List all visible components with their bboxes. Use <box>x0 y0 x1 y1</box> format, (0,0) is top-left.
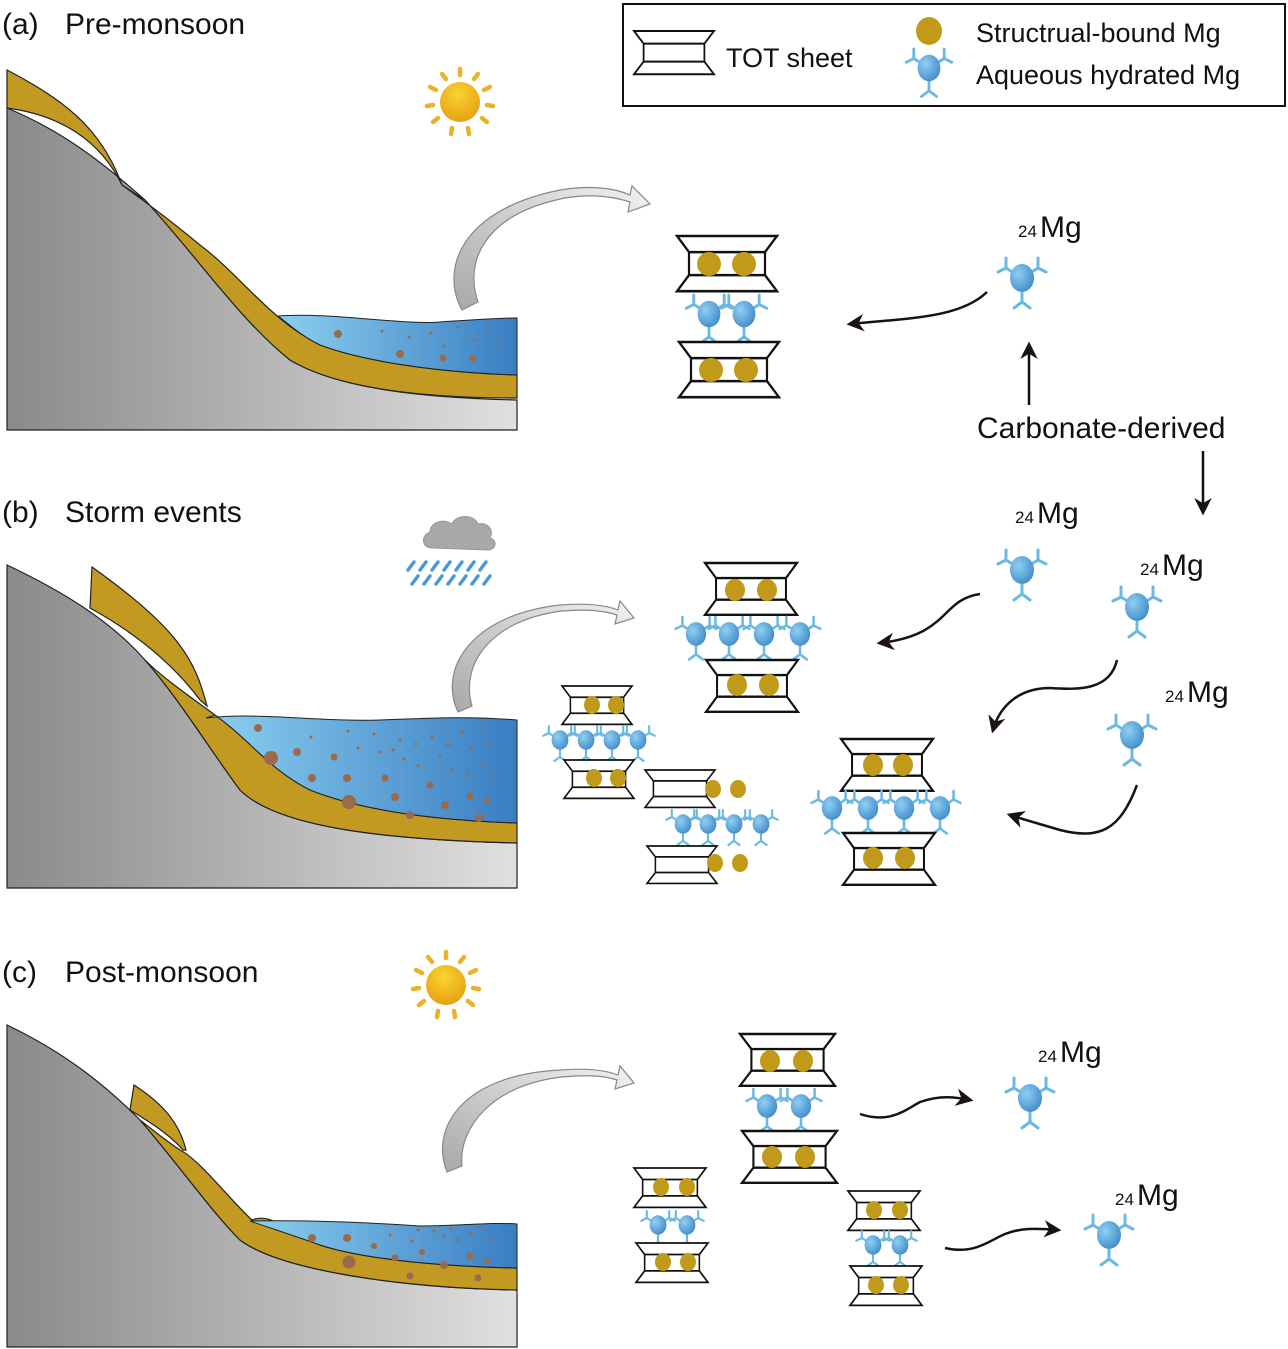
sediment-particles <box>308 1226 492 1282</box>
exchange-arrow <box>846 291 988 332</box>
clay-stack <box>847 1190 923 1307</box>
panel-a-title: Pre-monsoon <box>65 8 245 41</box>
isotope-mass: 24 <box>1038 1047 1057 1066</box>
sun-icon <box>427 69 493 134</box>
tot-sheet <box>677 340 781 399</box>
panel-b-label: (b) <box>2 496 39 529</box>
sediment-particles <box>254 724 493 822</box>
exchange-arrow <box>988 659 1119 734</box>
isotope-mass: 24 <box>1140 560 1159 579</box>
sediment-particles <box>334 323 501 362</box>
panel-a: (a) Pre-monsoon 24 Mg <box>2 8 1082 431</box>
isotope-element: Mg <box>1037 497 1079 530</box>
transport-arrow <box>451 599 636 713</box>
legend-structural-label: Structrual-bound Mg <box>976 18 1221 48</box>
clay-stack-expanded <box>542 685 656 800</box>
isotope-element: Mg <box>1162 549 1204 582</box>
release-arrow <box>859 1088 974 1119</box>
aqueous-mg <box>996 548 1048 602</box>
carbonate-label: Carbonate-derived <box>977 412 1225 445</box>
legend-tot-label: TOT sheet <box>726 43 853 73</box>
river-water <box>205 714 518 824</box>
structural-mg-icon <box>916 17 942 45</box>
aqueous-mg <box>1004 1076 1056 1130</box>
isotope-element: Mg <box>1040 211 1082 244</box>
sun-icon <box>413 952 479 1017</box>
clay-stack-expanded <box>810 737 962 887</box>
tot-sheet-icon <box>633 30 715 76</box>
river-water <box>249 1220 518 1269</box>
structural-mg <box>732 252 756 276</box>
aqueous-mg <box>1083 1213 1135 1267</box>
landslide-block <box>89 565 209 708</box>
exchange-arrow <box>1006 784 1139 835</box>
structural-mg <box>699 358 723 382</box>
isotope-element: Mg <box>1137 1179 1179 1212</box>
panel-c-label: (c) <box>2 956 37 989</box>
panel-b-title: Storm events <box>65 496 242 529</box>
aqueous-mg <box>1111 585 1163 639</box>
landscape-b <box>6 564 518 889</box>
landscape-a <box>6 69 518 431</box>
structural-mg <box>697 252 721 276</box>
clay-stack <box>675 234 781 399</box>
rain-cloud-icon <box>406 516 496 586</box>
legend-box <box>622 3 1286 107</box>
aqueous-mg <box>684 293 734 344</box>
aqueous-mg <box>1106 713 1158 767</box>
clay-stack <box>738 1032 839 1185</box>
transport-arrow <box>453 184 652 311</box>
aqueous-mg <box>719 293 769 344</box>
isotope-element: Mg <box>1060 1036 1102 1069</box>
isotope-mass: 24 <box>1018 222 1037 241</box>
carbonate-source: Carbonate-derived <box>977 341 1225 516</box>
structural-mg <box>734 358 758 382</box>
exchange-arrow <box>876 592 981 651</box>
release-arrow <box>944 1220 1062 1251</box>
isotope-element: Mg <box>1187 676 1229 709</box>
isotope-mass: 24 <box>1015 508 1034 527</box>
panel-a-label: (a) <box>2 8 39 41</box>
tot-sheet <box>675 234 779 293</box>
isotope-mass: 24 <box>1165 687 1184 706</box>
landslide-block <box>129 1083 187 1151</box>
transport-arrow <box>442 1064 636 1173</box>
clay-stack-expanded <box>674 561 822 714</box>
clay-stack <box>633 1167 709 1284</box>
panel-c: (c) Post-monsoon <box>2 952 1179 1348</box>
bedrock <box>6 1024 518 1348</box>
isotope-mass: 24 <box>1115 1190 1134 1209</box>
panel-b: (b) Storm events <box>2 496 1229 889</box>
legend: TOT sheet Structrual-bound Mg Aqueous hy… <box>622 3 1286 107</box>
landscape-c <box>6 1024 518 1348</box>
panel-c-title: Post-monsoon <box>65 956 258 989</box>
clay-stack-expanded <box>644 769 779 885</box>
legend-aqueous-label: Aqueous hydrated Mg <box>976 60 1240 90</box>
aqueous-mg <box>996 256 1048 310</box>
